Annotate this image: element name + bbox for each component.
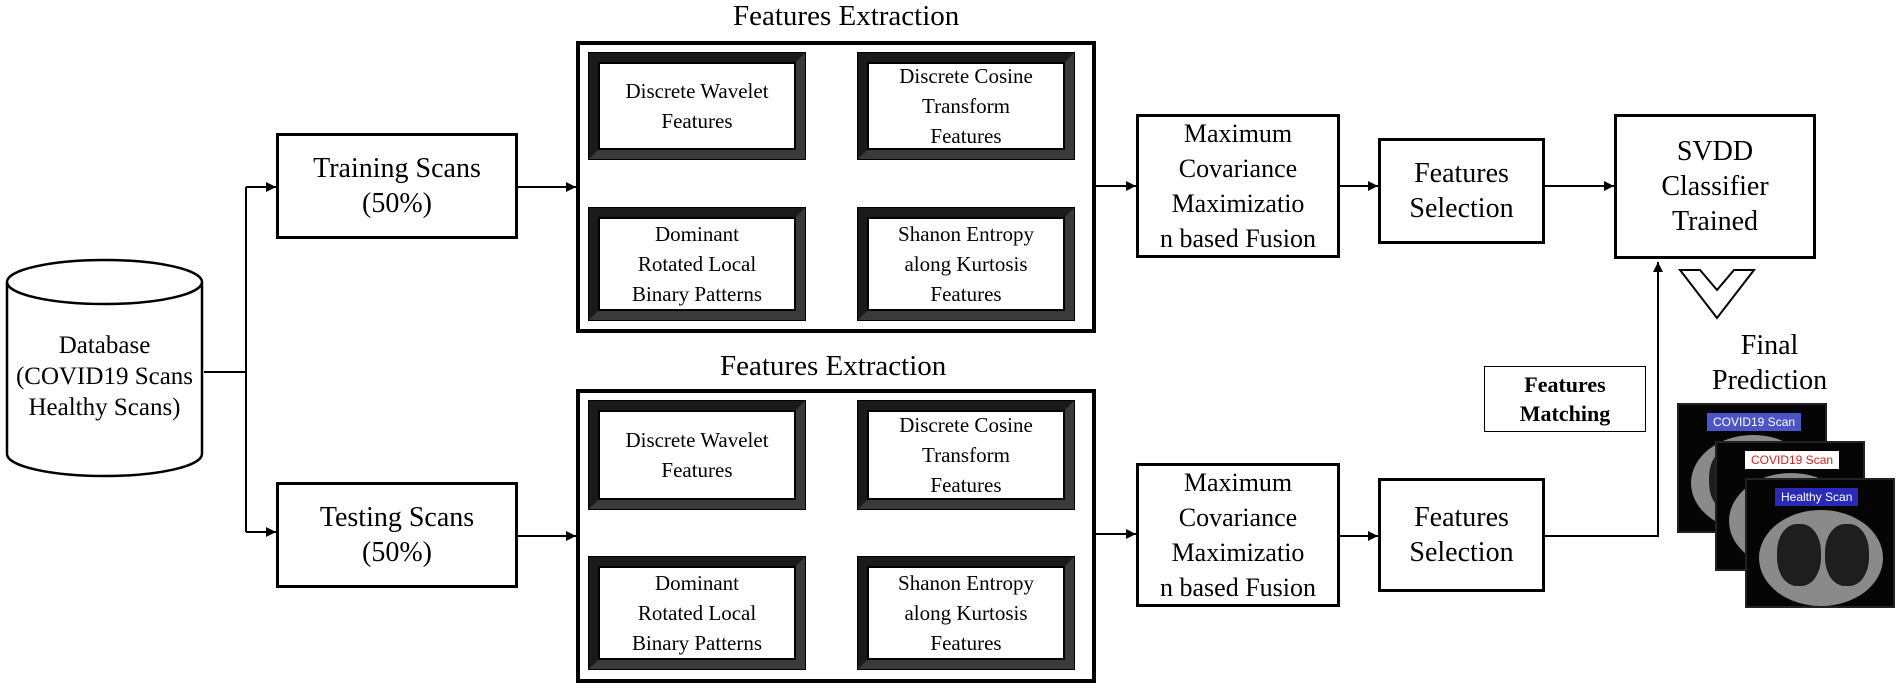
feature-label-entropy-top: Shanon Entropy along Kurtosis Features xyxy=(898,222,1034,306)
feature-box-drlbp-bottom: Dominant Rotated Local Binary Patterns xyxy=(588,556,806,670)
feature-box-drlbp-top: Dominant Rotated Local Binary Patterns xyxy=(588,207,806,321)
training-scans-box: Training Scans (50%) xyxy=(276,133,518,239)
feature-box-entropy-bottom: Shanon Entropy along Kurtosis Features xyxy=(857,556,1075,670)
feature-box-dct-bottom: Discrete Cosine Transform Features xyxy=(857,400,1075,510)
testing-scans-label: Testing Scans (50%) xyxy=(319,502,475,568)
svdd-classifier-label: SVDD Classifier Trained xyxy=(1661,136,1769,237)
database-label: Database (COVID19 Scans Healthy Scans) xyxy=(15,332,194,421)
feature-label-drlbp-top: Dominant Rotated Local Binary Patterns xyxy=(631,222,763,306)
scan-thumbnail-healthy: Healthy Scan xyxy=(1745,478,1895,608)
feature-label-drlbp-bottom: Dominant Rotated Local Binary Patterns xyxy=(631,571,763,655)
selection-box-bottom: Features Selection xyxy=(1378,478,1545,592)
features-matching-box: Features Matching xyxy=(1484,366,1646,432)
fusion-label-bottom: Maximum Covariance Maximizatio n based F… xyxy=(1160,468,1316,602)
arrow-selection-up-to-classifier xyxy=(1545,262,1663,537)
chevron-down-icon xyxy=(1677,269,1757,320)
selection-box-top: Features Selection xyxy=(1378,138,1545,244)
cylinder-icon xyxy=(5,258,204,478)
features-extraction-title-bottom: Features Extraction xyxy=(720,350,947,382)
final-prediction-label: Final Prediction xyxy=(1712,330,1828,396)
scan-tag-2: COVID19 Scan xyxy=(1745,451,1840,469)
feature-label-dct-top: Discrete Cosine Transform Features xyxy=(899,64,1033,148)
features-extraction-frame-bottom xyxy=(576,389,1096,683)
features-matching-label: Features Matching xyxy=(1519,372,1611,426)
feature-label-entropy-bottom: Shanon Entropy along Kurtosis Features xyxy=(898,571,1034,655)
feature-box-entropy-top: Shanon Entropy along Kurtosis Features xyxy=(857,207,1075,321)
feature-box-dct-top: Discrete Cosine Transform Features xyxy=(857,52,1075,160)
training-scans-label: Training Scans (50%) xyxy=(313,153,481,219)
database-cylinder: Database (COVID19 Scans Healthy Scans) xyxy=(5,258,204,478)
features-extraction-frame-top xyxy=(576,41,1096,333)
scan-tag-3: Healthy Scan xyxy=(1775,488,1859,506)
fusion-box-bottom: Maximum Covariance Maximizatio n based F… xyxy=(1136,463,1340,607)
scan-tag-1: COVID19 Scan xyxy=(1707,413,1802,431)
feature-box-dwt-bottom: Discrete Wavelet Features xyxy=(588,400,806,510)
feature-label-dwt-bottom: Discrete Wavelet Features xyxy=(625,428,769,482)
features-extraction-title-top: Features Extraction xyxy=(733,0,960,32)
feature-label-dct-bottom: Discrete Cosine Transform Features xyxy=(899,413,1033,497)
fusion-label-top: Maximum Covariance Maximizatio n based F… xyxy=(1160,119,1316,253)
testing-scans-box: Testing Scans (50%) xyxy=(276,482,518,588)
fusion-box-top: Maximum Covariance Maximizatio n based F… xyxy=(1136,114,1340,258)
selection-label-bottom: Features Selection xyxy=(1409,502,1514,568)
svdd-classifier-box: SVDD Classifier Trained xyxy=(1614,114,1816,259)
selection-label-top: Features Selection xyxy=(1409,158,1514,224)
feature-label-dwt-top: Discrete Wavelet Features xyxy=(625,79,769,133)
feature-box-dwt-top: Discrete Wavelet Features xyxy=(588,52,806,160)
